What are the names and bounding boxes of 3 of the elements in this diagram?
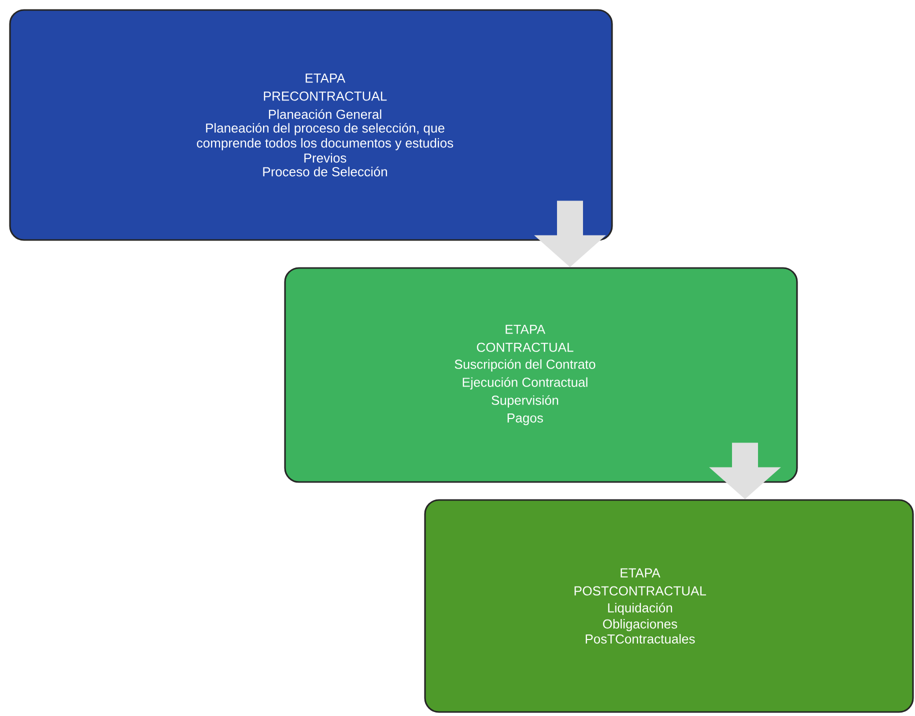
stage-box: ETAPA CONTRACTUAL Suscripción del Contrato Ejecución Contractual Supervisión Pagos	[284, 267, 798, 483]
stage-box: ETAPA PRECONTRACTUAL Planeación General Planeación del proceso de selección, que comprende todos los documentos y estudios Previos Proceso de Selección	[9, 9, 613, 241]
stage-box: ETAPA POSTCONTRACTUAL Liquidación Obligaciones PosTContractuales	[424, 499, 914, 713]
